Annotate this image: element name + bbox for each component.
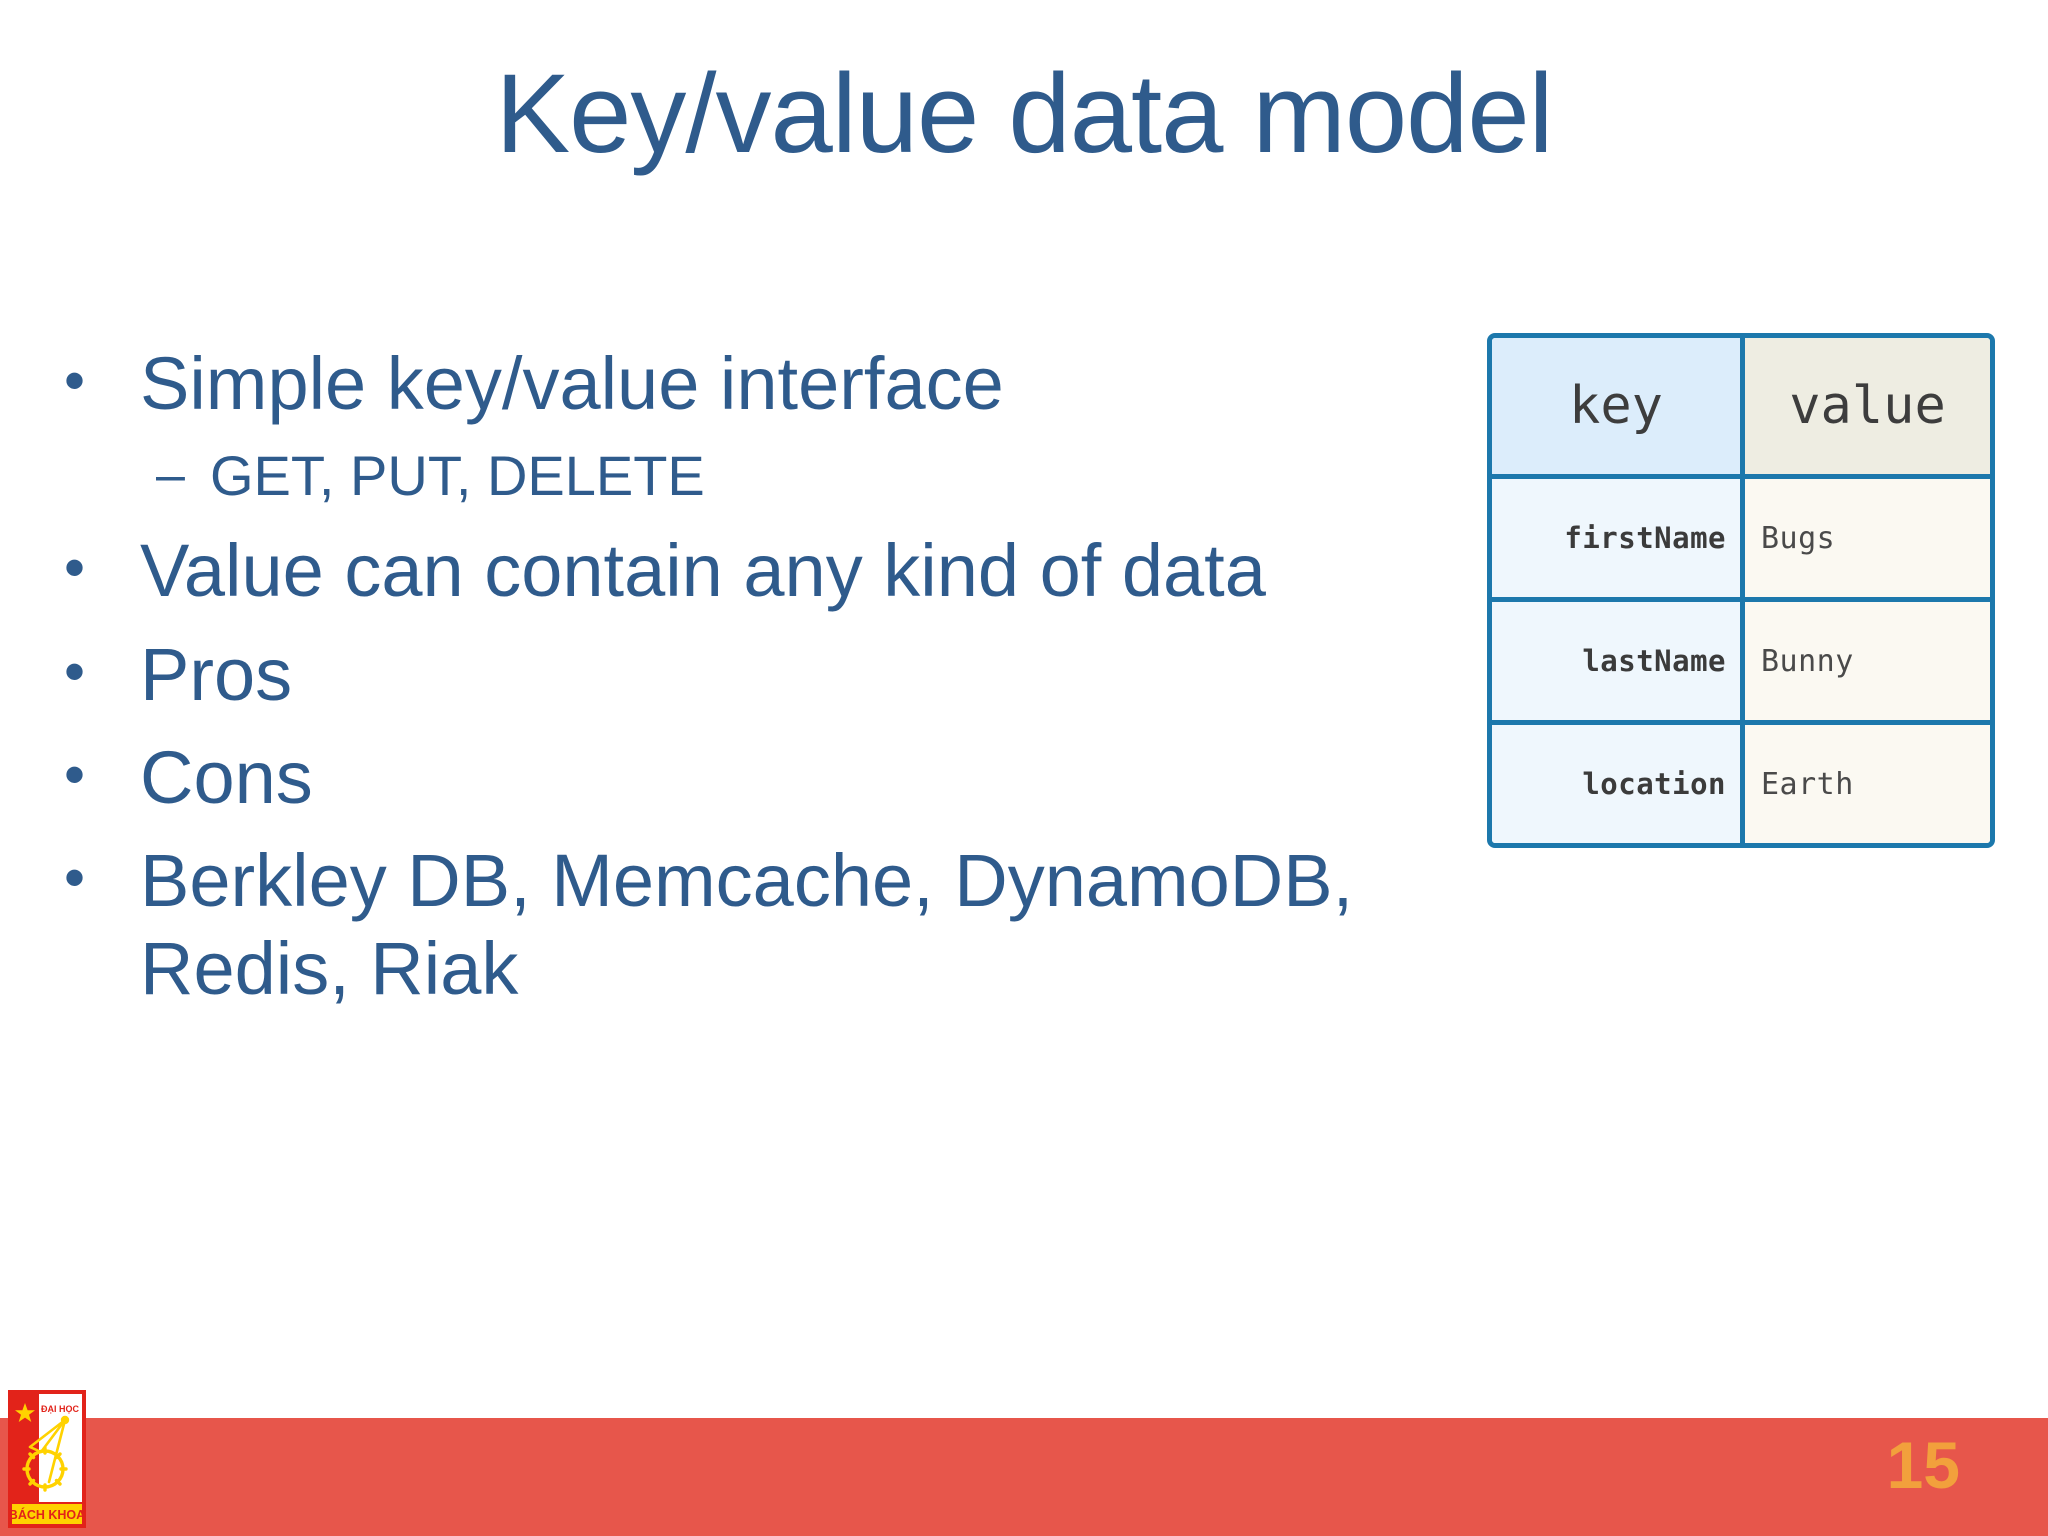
table-row: location Earth — [1492, 725, 1990, 843]
list-item-label: Pros — [140, 632, 293, 716]
university-logo: ĐẠI HỌC BÁCH KHOA — [8, 1390, 86, 1528]
cell-key: firstName — [1492, 479, 1745, 597]
list-item: • Simple key/value interface — [48, 340, 1438, 427]
bullet-dash-icon: – — [156, 446, 185, 505]
cell-value: Bugs — [1745, 479, 1990, 597]
cell-key: lastName — [1492, 602, 1745, 720]
list-item: • Berkley DB, Memcache, DynamoDB, Redis,… — [48, 837, 1438, 1012]
table-header-row: key value — [1492, 338, 1990, 479]
cell-key: location — [1492, 725, 1745, 843]
bullet-dot-icon: • — [64, 637, 86, 705]
bullet-dot-icon: • — [64, 347, 86, 414]
bullet-dot-icon: • — [64, 534, 86, 602]
list-item-label: GET, PUT, DELETE — [210, 444, 705, 508]
table-row: lastName Bunny — [1492, 602, 1990, 725]
list-item-label: Value can contain any kind of data — [140, 529, 1266, 613]
logo-top-text: ĐẠI HỌC — [41, 1404, 80, 1414]
column-header-key: key — [1492, 338, 1745, 474]
list-item-label: Berkley DB, Memcache, DynamoDB, Redis, R… — [140, 839, 1354, 1010]
logo-bottom-text: BÁCH KHOA — [9, 1507, 85, 1522]
bullet-dot-icon: • — [64, 844, 86, 912]
bullet-dot-icon: • — [64, 741, 86, 809]
cell-value: Bunny — [1745, 602, 1990, 720]
page-title: Key/value data model — [495, 51, 1553, 176]
footer-bar — [0, 1418, 2048, 1536]
list-item: • Cons — [48, 734, 1438, 821]
page-number: 15 — [1886, 1428, 1960, 1502]
list-item: • Value can contain any kind of data — [48, 527, 1438, 614]
cell-value: Earth — [1745, 725, 1990, 843]
list-item-label: Simple key/value interface — [140, 342, 1004, 425]
bullet-list: • Simple key/value interface – GET, PUT,… — [48, 340, 1438, 1028]
column-header-value: value — [1745, 338, 1990, 474]
list-item: • Pros — [48, 631, 1438, 718]
key-value-table: key value firstName Bugs lastName Bunny … — [1487, 333, 1995, 848]
list-item-label: Cons — [140, 736, 313, 820]
table-row: firstName Bugs — [1492, 479, 1990, 602]
list-item: – GET, PUT, DELETE — [48, 443, 1438, 509]
